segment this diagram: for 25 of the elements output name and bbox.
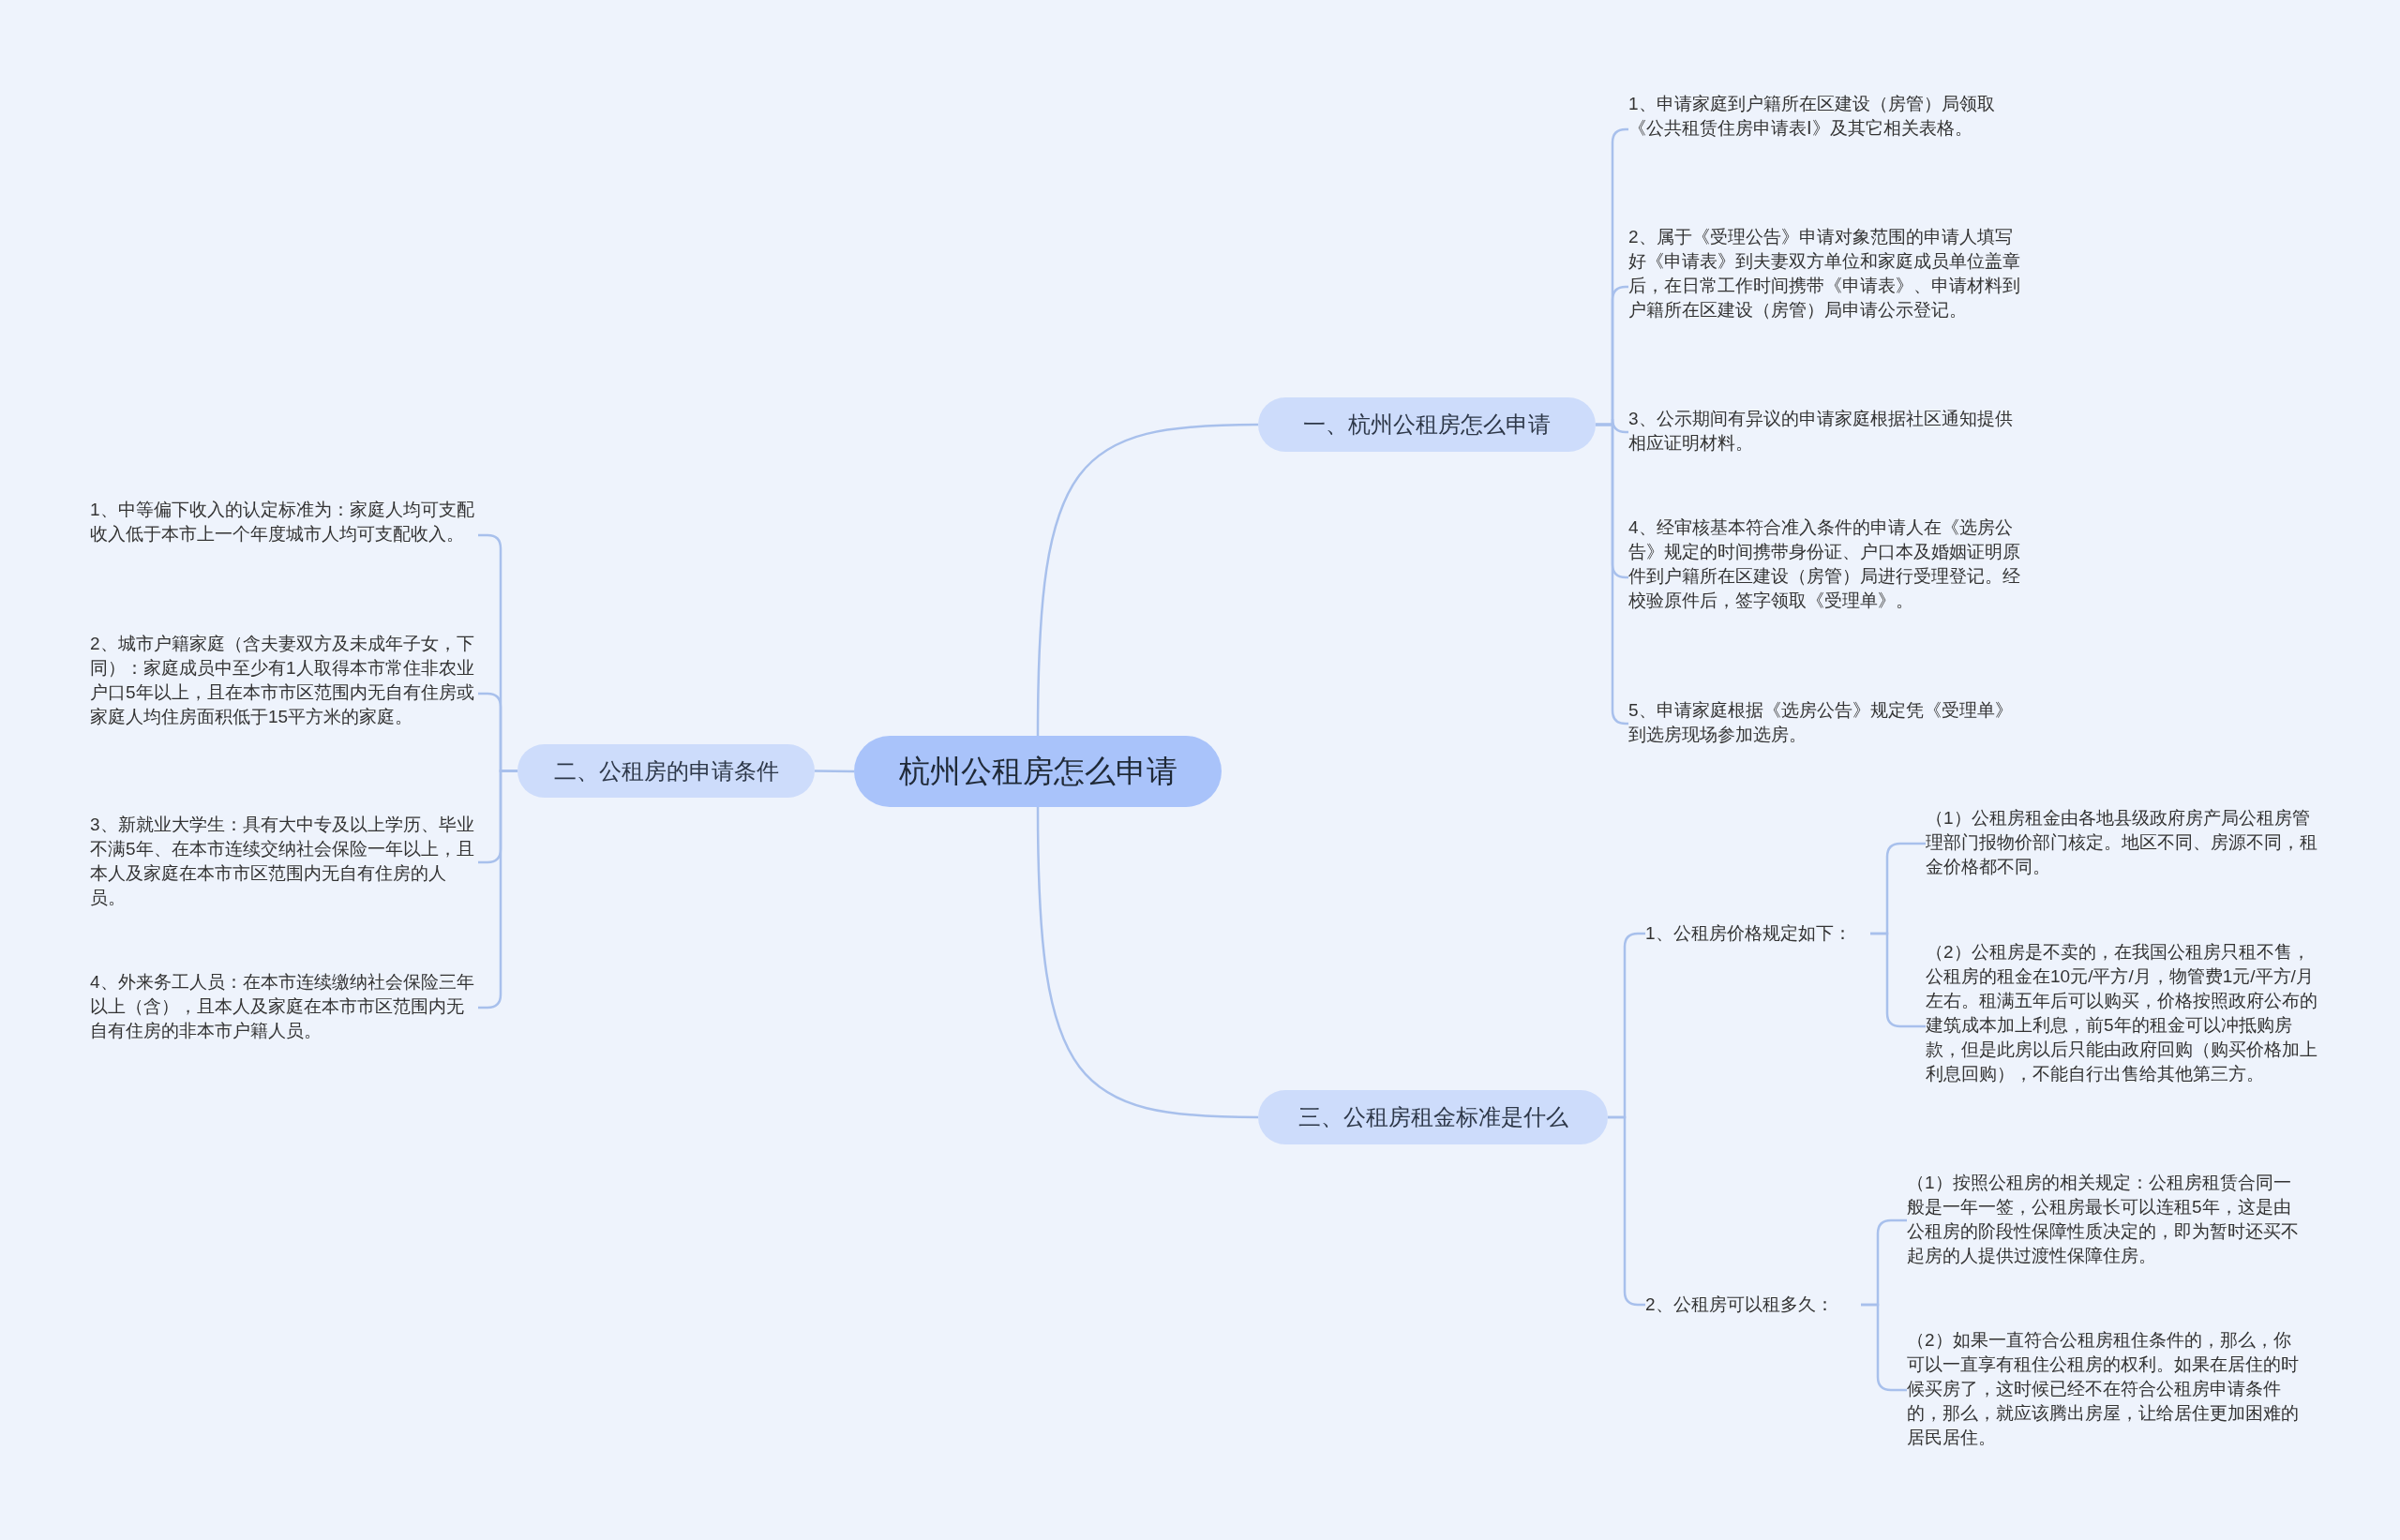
note-text: （2）公租房是不卖的，在我国公租房只租不售，公租房的租金在10元/平方/月，物管费1元/平方/月左右。租满五年后可以购买，价格按照政府公布的建筑成本加上利息，前5年的租金可以冲抵购房款，但是此房以后只能由政府回购（购买价格加上利息回购），不能自行出售给其他第三方。	[1926, 940, 2321, 1113]
note-text: （1）按照公租房的相关规定：公租房租赁合同一般是一年一签，公租房最长可以连租5年，这是由公租房的阶段性保障性质决定的，即为暂时还买不起房的人提供过渡性保障住房。	[1907, 1171, 2302, 1270]
note-text: 4、经审核基本符合准入条件的申请人在《选房公告》规定的时间携带身份证、户口本及婚姻证明原件到户籍所在区建设（房管）局进行受理登记。经校验原件后，签字领取《受理单》。	[1628, 516, 2022, 639]
topic-text: 二、公租房的申请条件	[553, 756, 779, 785]
topic-text: 三、公租房租金标准是什么	[1298, 1103, 1568, 1131]
topic-text: 杭州公租房怎么申请	[898, 753, 1178, 791]
connector-line	[1036, 807, 1259, 1119]
note-text: （1）公租房租金由各地县级政府房产局公租房管理部门报物价部门核定。地区不同、房源不同，租金价格都不同。	[1926, 806, 2321, 881]
note-text: 5、申请家庭根据《选房公告》规定凭《受理单》到选房现场参加选房。	[1628, 698, 2022, 749]
note-text: 1、中等偏下收入的认定标准为：家庭人均可支配收入低于本市上一个年度城市人均可支配收入。	[90, 498, 478, 573]
note-text: （2）如果一直符合公租房租住条件的，那么，你可以一直享有租住公租房的权利。如果在居住的时候买房了，这时候已经不在符合公租房申请条件的，那么，就应该腾出房屋，让给居住更加困难的居民居住。	[1907, 1328, 2302, 1452]
subtopic-text: 1、公租房价格规定如下：	[1645, 919, 1870, 949]
topic-text: 一、杭州公租房怎么申请	[1303, 411, 1551, 439]
note-text: 3、新就业大学生：具有大中专及以上学历、毕业不满5年、在本市连续交纳社会保险一年以上，且本人及家庭在本市市区范围内无自有住房的人员。	[90, 813, 478, 912]
connector-line	[1596, 423, 1628, 725]
topic-pill	[518, 744, 815, 798]
note-text: 2、属于《受理公告》申请对象范围的申请人填写好《申请表》到夫妻双方单位和家庭成员单位盖章后，在日常工作时间携带《申请表》、申请材料到户籍所在区建设（房管）局申请公示登记。	[1628, 225, 2022, 349]
note-text: 1、申请家庭到户籍所在区建设（房管）局领取《公共租赁住房申请表Ⅰ》及其它相关表格。	[1628, 92, 2022, 167]
connector-line	[1036, 423, 1259, 736]
note-text: 4、外来务工人员：在本市连续缴纳社会保险三年以上（含），且本人及家庭在本市市区范围内无自有住房的非本市户籍人员。	[90, 970, 478, 1045]
connector-line	[1870, 932, 1926, 1028]
note-text: 3、公示期间有异议的申请家庭根据社区通知提供相应证明材料。	[1628, 407, 2022, 457]
note-text: 2、城市户籍家庭（含夫妻双方及未成年子女，下同）：家庭成员中至少有1人取得本市常住非农业户口5年以上，且在本市市区范围内无自有住房或家庭人均住房面积低于15平方米的家庭。	[90, 632, 478, 755]
connector-line	[815, 770, 854, 773]
subtopic-text: 2、公租房可以租多久：	[1645, 1290, 1861, 1320]
